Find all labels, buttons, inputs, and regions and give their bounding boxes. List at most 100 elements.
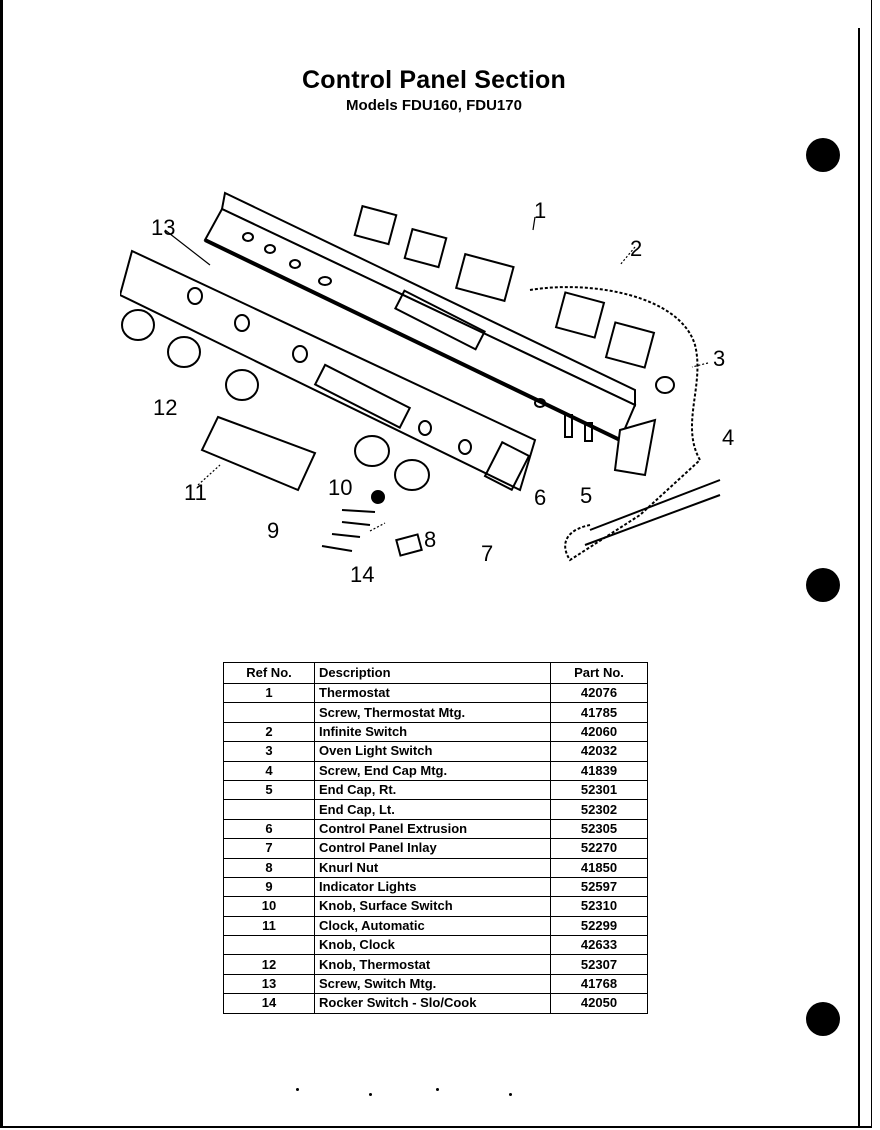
part-number-cell: 52305 xyxy=(550,818,648,840)
binder-hole-icon xyxy=(806,138,840,172)
header-part-no: Part No. xyxy=(550,662,648,684)
page-edge-line xyxy=(858,28,860,1128)
part-number-cell: 52301 xyxy=(550,779,648,801)
description-cell: Knob, Thermostat xyxy=(314,954,551,975)
part-number-cell: 42050 xyxy=(550,993,648,1014)
ref-cell: 9 xyxy=(223,876,315,898)
callout-13: 13 xyxy=(151,215,176,240)
ref-cell: 4 xyxy=(223,760,315,781)
part-number-cell: 41839 xyxy=(550,760,648,781)
description-cell: Knob, Clock xyxy=(314,935,551,956)
callout-7: 7 xyxy=(481,541,494,566)
description-cell: Oven Light Switch xyxy=(314,741,551,762)
description-cell: Indicator Lights xyxy=(314,876,551,898)
table-row: End Cap, Lt.52302 xyxy=(223,799,648,820)
scan-speck xyxy=(369,1093,372,1096)
callout-10: 10 xyxy=(328,475,353,500)
description-cell: Thermostat xyxy=(314,682,551,704)
ref-cell: 11 xyxy=(223,915,315,937)
scan-speck xyxy=(509,1093,512,1096)
callout-8: 8 xyxy=(424,527,437,552)
callout-3: 3 xyxy=(713,346,726,371)
description-cell: Screw, Switch Mtg. xyxy=(314,973,551,995)
description-cell: Knurl Nut xyxy=(314,857,551,878)
part-number-cell: 41785 xyxy=(550,702,648,723)
callout-12: 12 xyxy=(153,395,178,420)
callout-6: 6 xyxy=(534,485,547,510)
description-cell: Infinite Switch xyxy=(314,721,551,743)
ref-cell: 8 xyxy=(223,857,315,878)
part-number-cell: 52270 xyxy=(550,838,648,859)
part-number-cell: 42076 xyxy=(550,682,648,704)
description-cell: Rocker Switch - Slo/Cook xyxy=(314,993,551,1014)
part-number-cell: 42032 xyxy=(550,741,648,762)
binder-hole-icon xyxy=(806,1002,840,1036)
description-cell: Screw, End Cap Mtg. xyxy=(314,760,551,781)
callout-5: 5 xyxy=(580,483,593,508)
description-cell: Control Panel Inlay xyxy=(314,838,551,859)
description-cell: Control Panel Extrusion xyxy=(314,818,551,840)
part-number-cell: 42060 xyxy=(550,721,648,743)
part-number-cell: 41768 xyxy=(550,973,648,995)
binder-hole-icon xyxy=(806,568,840,602)
callout-4: 4 xyxy=(722,425,735,450)
description-cell: End Cap, Rt. xyxy=(314,779,551,801)
callout-11: 11 xyxy=(184,480,207,505)
part-number-cell: 52597 xyxy=(550,876,648,898)
ref-cell: 14 xyxy=(223,993,315,1014)
description-cell: Screw, Thermostat Mtg. xyxy=(314,702,551,723)
part-number-cell: 52307 xyxy=(550,954,648,975)
ref-cell: 3 xyxy=(223,741,315,762)
scan-speck xyxy=(436,1088,439,1091)
callout-9: 9 xyxy=(267,518,280,543)
ref-cell: 7 xyxy=(223,838,315,859)
scan-speck xyxy=(296,1088,299,1091)
ref-cell xyxy=(223,702,315,723)
table-row: Screw, Thermostat Mtg.41785 xyxy=(223,702,648,723)
description-cell: End Cap, Lt. xyxy=(314,799,551,820)
part-number-cell: 52310 xyxy=(550,896,648,917)
ref-cell: 10 xyxy=(223,896,315,917)
part-number-cell: 42633 xyxy=(550,935,648,956)
part-number-cell: 52299 xyxy=(550,915,648,937)
description-cell: Knob, Surface Switch xyxy=(314,896,551,917)
ref-cell: 1 xyxy=(223,682,315,704)
ref-cell: 6 xyxy=(223,818,315,840)
clock-shape xyxy=(200,415,317,492)
ref-cell xyxy=(223,935,315,956)
description-cell: Clock, Automatic xyxy=(314,915,551,937)
part-number-cell: 41850 xyxy=(550,857,648,878)
page-subtitle: Models FDU160, FDU170 xyxy=(346,97,522,114)
table-header-row: Ref No. Description Part No. xyxy=(223,662,648,684)
callout-2: 2 xyxy=(630,236,643,261)
ref-cell: 2 xyxy=(223,721,315,743)
callout-14: 14 xyxy=(350,562,375,587)
ref-cell: 5 xyxy=(223,779,315,801)
header-ref-no: Ref No. xyxy=(223,662,315,684)
ref-cell xyxy=(223,799,315,820)
page-title: Control Panel Section xyxy=(302,66,566,94)
ref-cell: 13 xyxy=(223,973,315,995)
callout-1: 1 xyxy=(534,198,547,223)
exploded-parts-diagram xyxy=(120,191,721,562)
ref-cell: 12 xyxy=(223,954,315,975)
part-number-cell: 52302 xyxy=(550,799,648,820)
header-description: Description xyxy=(314,662,551,684)
